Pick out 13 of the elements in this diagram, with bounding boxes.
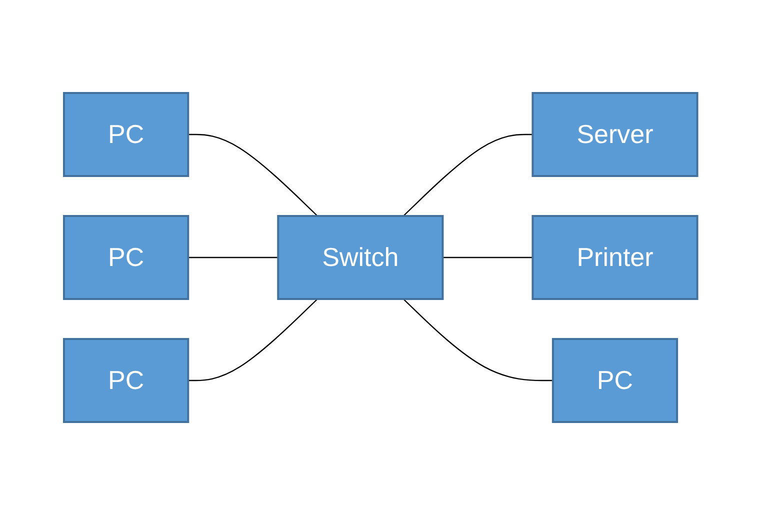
connector (188, 256, 278, 258)
node-box: Switch (277, 215, 444, 300)
node-box: PC (63, 338, 190, 423)
node-box: PC (63, 92, 190, 177)
node-box: Printer (532, 215, 699, 300)
connector (403, 134, 534, 216)
connector (188, 134, 318, 216)
node-box: Server (532, 92, 699, 177)
node-box: PC (552, 338, 678, 423)
connector (188, 298, 318, 382)
connector (403, 298, 554, 382)
connector (443, 256, 534, 258)
node-box: PC (63, 215, 190, 300)
